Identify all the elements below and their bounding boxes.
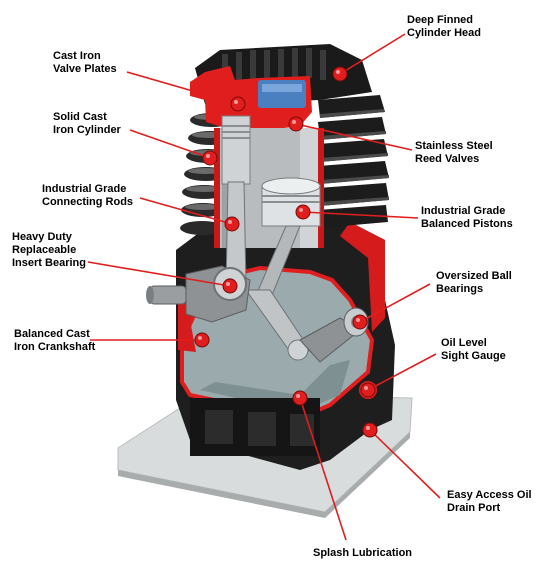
label-line: Easy Access Oil	[447, 489, 532, 501]
label-cylinder: Solid Cast Iron Cylinder	[53, 111, 121, 137]
label-line: Heavy Duty	[12, 231, 72, 243]
label-connecting-rods: Industrial Grade Connecting Rods	[42, 183, 133, 209]
label-sight-gauge: Oil Level Sight Gauge	[441, 337, 506, 363]
label-ball-bearings: Oversized Ball Bearings	[436, 270, 512, 296]
callout-dot-ball-bearings	[352, 314, 368, 330]
callout-dot-insert-bearing	[222, 278, 238, 294]
label-line: Drain Port	[447, 502, 501, 514]
callout-dot-valve-plates	[230, 96, 246, 112]
callout-dot-cylinder	[202, 150, 218, 166]
label-line: Cast Iron	[53, 50, 101, 62]
label-line: Splash Lubrication	[313, 547, 413, 559]
label-line: Balanced Pistons	[421, 218, 513, 230]
label-crankshaft: Balanced Cast Iron Crankshaft	[14, 328, 95, 354]
label-line: Oversized Ball	[436, 270, 512, 282]
label-drain-port: Easy Access Oil Drain Port	[447, 489, 532, 515]
label-line: Deep Finned	[407, 14, 474, 26]
label-line: Stainless Steel	[415, 140, 493, 152]
label-line: Replaceable	[12, 244, 77, 256]
label-line: Solid Cast	[53, 111, 107, 123]
callout-dot-cylinder-head	[332, 66, 348, 82]
label-pistons: Industrial Grade Balanced Pistons	[421, 205, 513, 231]
callout-dot-pistons	[295, 204, 311, 220]
label-reed-valves: Stainless Steel Reed Valves	[415, 140, 493, 166]
label-insert-bearing: Heavy Duty Replaceable Insert Bearing	[12, 231, 86, 270]
label-line: Cylinder Head	[407, 27, 481, 39]
label-line: Iron Crankshaft	[14, 341, 96, 353]
label-line: Industrial Grade	[421, 205, 506, 217]
label-line: Sight Gauge	[441, 350, 506, 362]
callout-dots	[194, 66, 378, 438]
callout-dot-crankshaft	[194, 332, 210, 348]
callout-dot-splash	[292, 390, 308, 406]
leader-lines	[87, 33, 441, 541]
label-line: Balanced Cast	[14, 328, 90, 340]
label-line: Connecting Rods	[42, 196, 134, 208]
callout-dot-drain-port	[362, 422, 378, 438]
label-line: Industrial Grade	[42, 183, 127, 195]
label-line: Reed Valves	[415, 153, 480, 165]
label-line: Valve Plates	[53, 63, 117, 75]
callout-dot-connecting-rods	[224, 216, 240, 232]
label-cylinder-head: Deep Finned Cylinder Head	[407, 14, 481, 40]
callout-dot-reed-valves	[288, 116, 304, 132]
label-valve-plates: Cast Iron Valve Plates	[53, 50, 117, 76]
label-splash: Splash Lubrication	[313, 547, 412, 560]
label-line: Bearings	[436, 283, 484, 295]
crankshaft-stub	[149, 285, 187, 305]
label-line: Iron Cylinder	[53, 124, 121, 136]
label-line: Insert Bearing	[12, 257, 86, 269]
label-line: Oil Level	[441, 337, 487, 349]
callout-dot-sight-gauge	[360, 382, 376, 398]
